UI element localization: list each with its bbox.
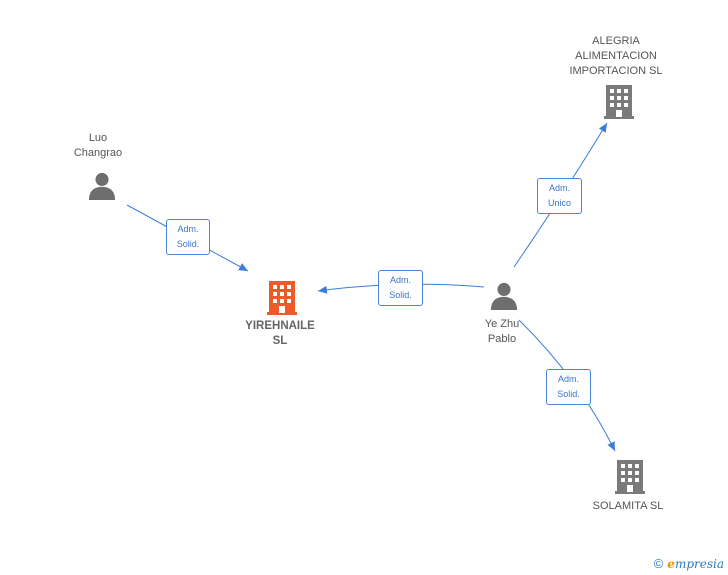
- edges: [126, 122, 616, 452]
- brand-logo[interactable]: empresia: [667, 557, 724, 571]
- label-line: ALEGRIA: [592, 35, 640, 47]
- node-label-ye-zhu-pablo[interactable]: Ye Zhu Pablo: [462, 317, 542, 347]
- edge-label-line: Solid.: [557, 389, 580, 399]
- edge-label-line: Adm.: [557, 374, 579, 384]
- label-line: YIREHNAILE: [245, 320, 315, 332]
- building-icon[interactable]: [615, 460, 645, 494]
- brand-footer[interactable]: © empresia: [654, 556, 724, 571]
- brand-name: mpresia: [674, 556, 724, 571]
- brand-initial: e: [667, 556, 675, 571]
- label-line: SL: [272, 335, 288, 347]
- node-label-luo-changrao[interactable]: Luo Changrao: [58, 131, 138, 161]
- edge-label-ye-alegria: Adm. Unico: [537, 178, 582, 214]
- label-line: Pablo: [487, 333, 517, 345]
- label-line: Ye Zhu: [484, 318, 520, 330]
- edge-label-ye-yirehnaile: Adm. Solid.: [378, 270, 423, 306]
- label-line: SOLAMITA SL: [592, 500, 664, 512]
- edge-label-line: Unico: [547, 198, 571, 208]
- edge-label-line: Solid.: [389, 290, 412, 300]
- edge-label-luo-yirehnaile: Adm. Solid.: [166, 219, 210, 255]
- edge-label-ye-solamita: Adm. Solid.: [546, 369, 591, 405]
- person-icon[interactable]: [490, 282, 518, 310]
- label-line: Luo: [88, 132, 108, 144]
- edge-label-line: Solid.: [176, 239, 200, 249]
- building-icon[interactable]: [267, 281, 297, 315]
- label-line: ALIMENTACION: [575, 50, 657, 62]
- edge-label-line: Adm.: [548, 183, 570, 193]
- node-label-solamita[interactable]: SOLAMITA SL: [580, 499, 676, 514]
- building-icon[interactable]: [604, 85, 634, 119]
- label-line: IMPORTACION SL: [569, 65, 663, 77]
- edge-label-line: Adm.: [389, 275, 411, 285]
- node-label-yirehnaile[interactable]: YIREHNAILE SL: [228, 319, 332, 349]
- label-line: Changrao: [73, 147, 123, 159]
- node-label-alegria[interactable]: ALEGRIA ALIMENTACION IMPORTACION SL: [556, 34, 676, 79]
- copyright-icon: ©: [653, 556, 664, 571]
- edge-label-line: Adm.: [177, 224, 199, 234]
- person-icon[interactable]: [88, 172, 116, 200]
